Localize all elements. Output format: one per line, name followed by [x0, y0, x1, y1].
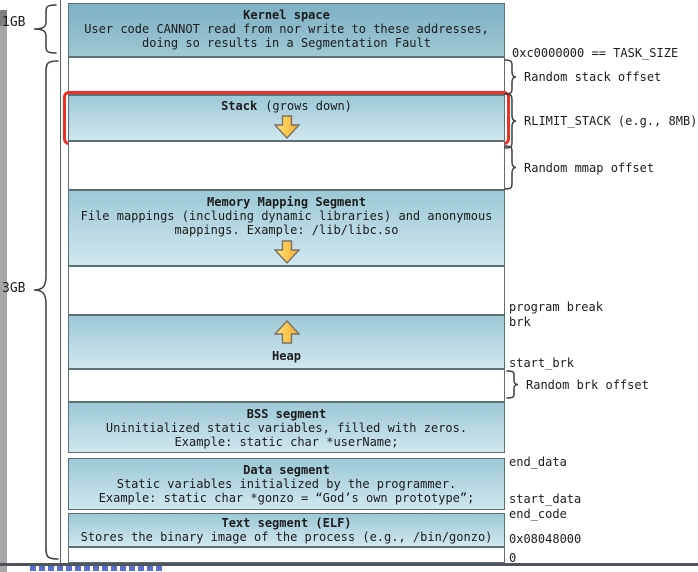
- bottom-border-line: [0, 563, 698, 566]
- label-random-stack-offset: Random stack offset: [524, 70, 662, 84]
- curly-brace-1gb-icon: [33, 4, 57, 54]
- label-address-zero: 0: [509, 551, 517, 565]
- segment-text: Stores the binary image of the process (…: [80, 530, 493, 544]
- gap-free-space: [68, 266, 505, 315]
- segment-subtitle: (grows down): [265, 99, 352, 113]
- label-start-brk: start_brk: [509, 356, 575, 370]
- segment-text: doing so results in a Segmentation Fault: [142, 36, 431, 50]
- curly-brace-icon: [504, 59, 517, 95]
- segment-title: Kernel space: [243, 8, 330, 22]
- label-text-start-address: 0x08048000: [509, 532, 582, 546]
- segment-text: Uninitialized static variables, filled w…: [105, 421, 468, 435]
- segment-title: Stack: [221, 99, 258, 113]
- gap-random-stack-offset: [68, 57, 505, 95]
- gap-random-mmap-offset: [68, 141, 505, 190]
- segment-bss: BSS segment Uninitialized static variabl…: [68, 402, 505, 453]
- label-program-break: program break: [509, 300, 603, 314]
- label-task-size: 0xc0000000 == TASK_SIZE: [512, 46, 679, 60]
- cropped-text-artifact: [30, 566, 165, 571]
- label-1gb: 1GB: [2, 15, 26, 30]
- gap-reserved-low: [68, 547, 505, 563]
- segment-title: Heap: [272, 349, 301, 363]
- segment-memory-mapping: Memory Mapping Segment File mappings (in…: [68, 190, 505, 266]
- label-brk: brk: [509, 315, 531, 329]
- scrollbar-fragment[interactable]: [0, 10, 7, 572]
- curly-brace-icon: [504, 145, 517, 190]
- arrow-up-icon: [273, 320, 300, 344]
- segment-title: Data segment: [243, 463, 330, 477]
- scrollbar-thumb[interactable]: [0, 10, 7, 26]
- segment-text: Static variables initialized by the prog…: [116, 477, 457, 491]
- segment-title-row: Stack (grows down): [69, 99, 504, 113]
- segment-title: Memory Mapping Segment: [207, 195, 366, 209]
- segment-text: Example: static char *gonzo = “God’s own…: [98, 491, 475, 505]
- label-rlimit-stack: RLIMIT_STACK (e.g., 8MB): [524, 114, 698, 128]
- segment-title: BSS segment: [246, 407, 327, 421]
- segment-text: mappings. Example: /lib/libc.so: [174, 223, 399, 237]
- segment-heap: Heap: [68, 315, 505, 369]
- curly-brace-icon: [504, 93, 517, 149]
- segment-data: Data segment Static variables initialize…: [68, 458, 505, 510]
- segment-kernel-space: Kernel space User code CANNOT read from …: [68, 3, 505, 57]
- segment-title: Text segment (ELF): [221, 516, 352, 530]
- label-random-mmap-offset: Random mmap offset: [524, 161, 655, 175]
- segment-text: User code CANNOT read from nor write to …: [84, 22, 489, 36]
- arrow-down-icon: [273, 240, 300, 264]
- curly-brace-icon: [506, 370, 519, 399]
- segment-text: File mappings (including dynamic librari…: [80, 209, 493, 223]
- label-end-data: end_data: [509, 455, 567, 469]
- label-random-brk-offset: Random brk offset: [526, 378, 649, 392]
- gap-random-brk-offset: [68, 369, 505, 402]
- arrow-down-icon: [273, 115, 300, 139]
- label-3gb: 3GB: [2, 281, 26, 296]
- segment-text: Example: static char *userName;: [174, 435, 399, 449]
- label-end-code: end_code: [509, 507, 567, 521]
- segment-stack: Stack (grows down): [68, 95, 505, 141]
- curly-brace-3gb-icon: [33, 60, 59, 560]
- diagram-edge-line: [60, 0, 61, 564]
- label-start-data: start_data: [509, 492, 582, 506]
- segment-text-elf: Text segment (ELF) Stores the binary ima…: [68, 513, 505, 547]
